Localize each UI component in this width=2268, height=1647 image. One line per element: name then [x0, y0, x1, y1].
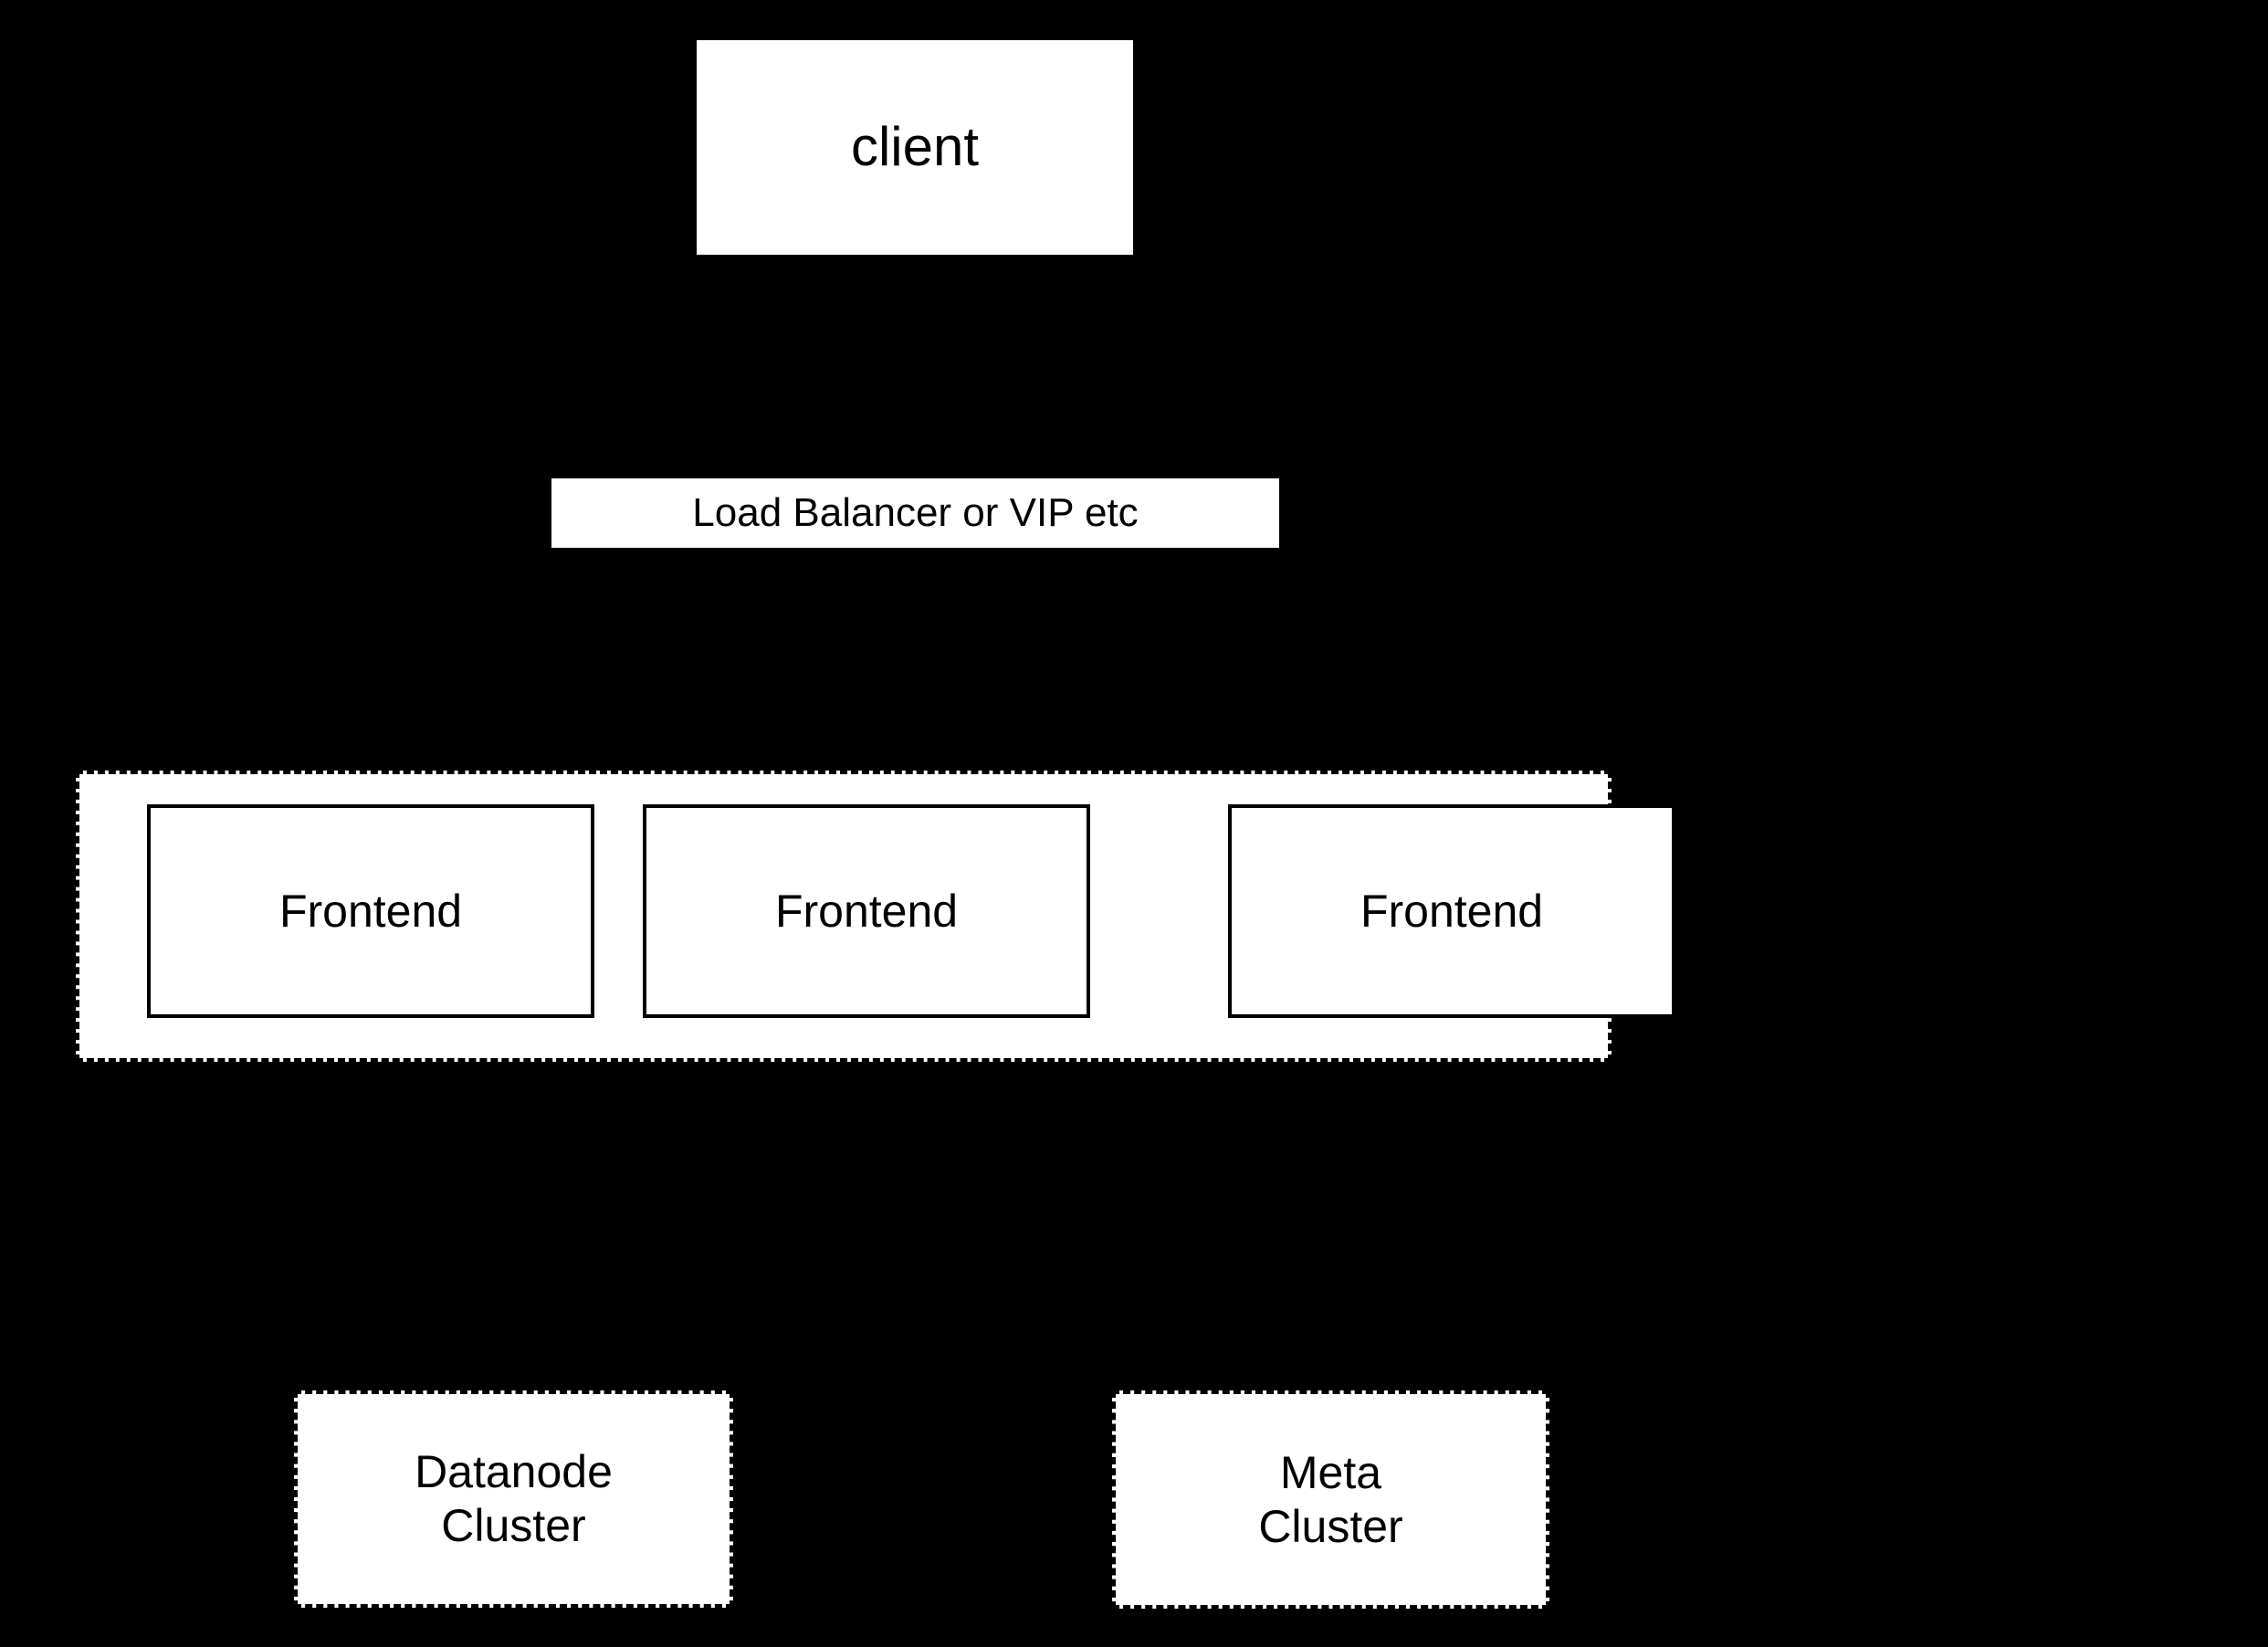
node-load-balancer[interactable]: Load Balancer or VIP etc: [551, 478, 1279, 548]
node-frontend-1-label: Frontend: [278, 885, 463, 937]
node-frontend-3-label: Frontend: [1360, 885, 1544, 937]
node-datanode-cluster-label: Datanode Cluster: [415, 1446, 613, 1551]
node-client[interactable]: client: [697, 40, 1133, 255]
node-frontend-2[interactable]: Frontend: [643, 804, 1090, 1018]
node-meta-cluster-label: Meta Cluster: [1258, 1446, 1403, 1552]
node-load-balancer-label: Load Balancer or VIP etc: [692, 490, 1139, 536]
node-client-label: client: [850, 116, 980, 178]
node-frontend-2-label: Frontend: [774, 885, 959, 937]
node-meta-cluster[interactable]: Meta Cluster: [1112, 1390, 1549, 1609]
node-frontend-3[interactable]: Frontend: [1228, 804, 1675, 1018]
node-frontend-1[interactable]: Frontend: [147, 804, 594, 1018]
node-datanode-cluster[interactable]: Datanode Cluster: [294, 1390, 733, 1608]
